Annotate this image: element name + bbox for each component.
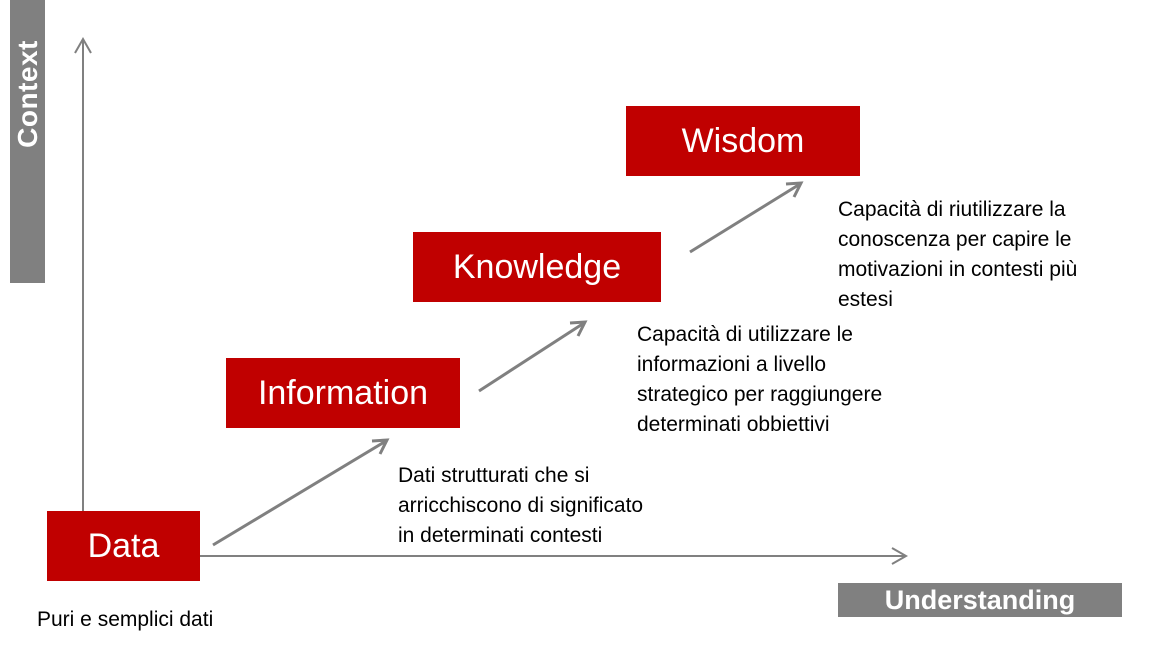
description-line: conoscenza per capire le xyxy=(838,228,1072,251)
stage-wisdom-description: Capacità di riutilizzare la conoscenza p… xyxy=(838,195,1077,315)
description-line: Capacità di riutilizzare la xyxy=(838,198,1066,221)
arrow-information-to-knowledge xyxy=(478,320,588,393)
description-line: Capacità di utilizzare le xyxy=(637,323,853,346)
y-axis-arrowhead xyxy=(74,36,92,54)
stage-wisdom-box: Wisdom xyxy=(626,106,860,176)
stage-information-description: Dati strutturati che si arricchiscono di… xyxy=(398,461,643,551)
description-line: informazioni a livello xyxy=(637,353,827,376)
description-line: estesi xyxy=(838,288,893,311)
x-axis-arrowhead xyxy=(891,547,909,565)
stage-data-box: Data xyxy=(47,511,200,581)
description-line: arricchiscono di significato xyxy=(398,494,644,517)
x-axis-label: Understanding xyxy=(838,583,1122,617)
stage-data-description: Puri e semplici dati xyxy=(37,605,213,635)
description-line: strategico per raggiungere xyxy=(637,383,883,406)
y-axis-label-text: Context xyxy=(11,40,43,148)
stage-knowledge-box: Knowledge xyxy=(413,232,661,302)
description-line: determinati obbiettivi xyxy=(637,413,830,436)
description-line: Puri e semplici dati xyxy=(37,608,214,631)
description-line: motivazioni in contesti più xyxy=(838,258,1078,281)
stage-knowledge-description: Capacità di utilizzare le informazioni a… xyxy=(637,320,882,440)
arrow-knowledge-to-wisdom xyxy=(689,181,804,254)
y-axis-label: Context xyxy=(10,0,45,283)
stage-information-box: Information xyxy=(226,358,460,428)
description-line: Dati strutturati che si xyxy=(398,464,590,487)
arrow-data-to-information xyxy=(212,438,390,547)
description-line: in determinati contesti xyxy=(398,524,603,547)
